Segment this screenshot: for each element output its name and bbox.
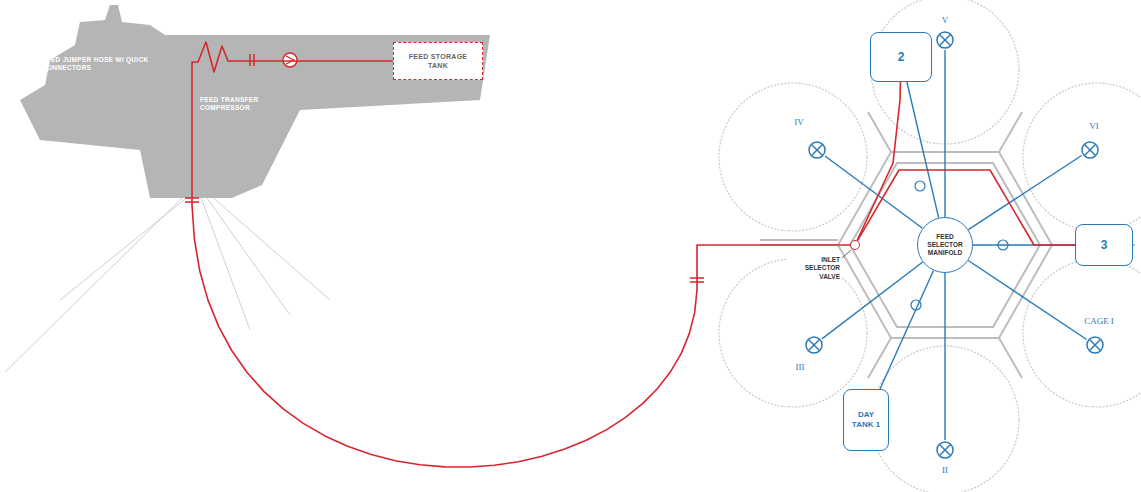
node-label: FEED STORAGE TANK [398, 52, 478, 70]
feed-line [857, 82, 900, 241]
node-label: DAY TANK 1 [847, 410, 885, 430]
cage-valve: V [935, 30, 955, 50]
cage-valve: IV [807, 140, 827, 160]
cage-valve: II [935, 440, 955, 460]
cage-label: VI [1089, 121, 1099, 131]
node-label: 3 [1101, 238, 1108, 253]
node-label: FEED SELECTOR MANIFOLD [922, 233, 968, 257]
cage-label: CAGE I [1084, 316, 1114, 326]
valve-symbol [1080, 140, 1100, 160]
cage-pen [719, 0, 1141, 492]
feed-line [192, 42, 850, 467]
node-label: 2 [898, 50, 905, 65]
feed-manifold: FEED SELECTOR MANIFOLD [917, 217, 973, 273]
part-label: FEED JUMPER HOSE W/ QUICK CONNECTORS [42, 56, 152, 73]
day-tank: 3 [1075, 224, 1133, 266]
cage-valve: VI [1080, 140, 1100, 160]
valve-symbol [935, 30, 955, 50]
ship-silhouette [20, 5, 490, 198]
day-tank: 2 [870, 32, 932, 82]
cage-label: IV [794, 117, 804, 127]
valve-label: INLET SELECTOR VALVE [787, 255, 841, 282]
distribution-line [968, 261, 1086, 340]
compressor-symbol [286, 56, 294, 64]
distribution-line [907, 82, 939, 218]
part-label: FEED TRANSFER COMPRESSOR [200, 96, 280, 113]
quick-connector [185, 54, 704, 282]
storage-tank: FEED STORAGE TANK [393, 42, 483, 80]
valve-symbol [1085, 335, 1105, 355]
distribution-line [880, 271, 934, 390]
mooring-lines [5, 195, 330, 372]
platform-frame [760, 239, 838, 241]
cage-label: III [796, 362, 805, 372]
cage-label: II [942, 465, 948, 475]
valve-symbol [807, 140, 827, 160]
valve-symbol [804, 335, 824, 355]
cage-valve: CAGE I [1085, 335, 1105, 355]
distribution-line [825, 156, 923, 228]
distribution-line [944, 273, 945, 440]
valve-symbol [935, 440, 955, 460]
day-tank: DAY TANK 1 [843, 389, 889, 451]
distribution-line [944, 50, 945, 217]
distribution-line [968, 156, 1081, 230]
leader-line [842, 250, 851, 258]
compressor-symbol [283, 53, 297, 67]
cage-label: V [942, 15, 949, 25]
inlet-valve: INLET SELECTOR VALVE [850, 240, 860, 250]
cage-valve: III [804, 335, 824, 355]
